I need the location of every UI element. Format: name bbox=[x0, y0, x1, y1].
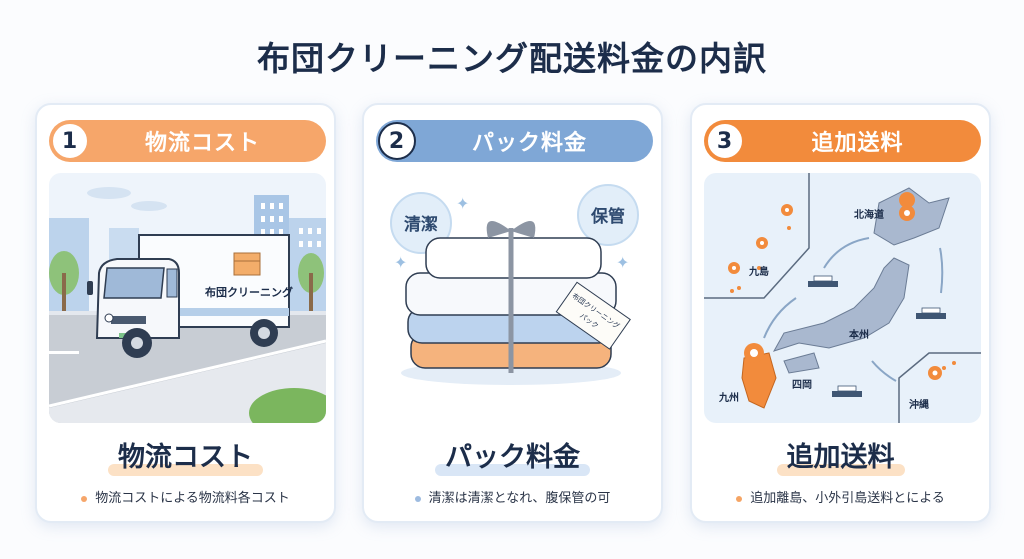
card-description: 清潔は清潔となれ、腹保管の可 bbox=[364, 487, 661, 506]
bubble-storage-text: 保管 bbox=[590, 206, 625, 227]
delivery-truck-illustration: 布団クリーニング bbox=[49, 173, 326, 423]
card-header-label: パック料金 bbox=[471, 131, 587, 156]
page-title: 布団クリーニング配送料金の内訳 bbox=[257, 39, 767, 78]
card-description: 追加離島、小外引島送料とによる bbox=[692, 487, 989, 506]
step-number-badge: 2 bbox=[378, 122, 416, 160]
truck-brand-text: 布団クリーニング bbox=[205, 285, 293, 299]
map-label-hokkaido: 北海道 bbox=[854, 208, 884, 221]
card-header-pill: 3 追加送料 bbox=[704, 120, 981, 162]
futon-pack-illustration: 清潔 保管 ✦ ✦ ✦ 布団クリーニング パック bbox=[376, 173, 653, 423]
map-label-okinawa: 沖縄 bbox=[909, 398, 929, 411]
card-header-pill: 2 パック料金 bbox=[376, 120, 653, 162]
card-title: パック料金 bbox=[364, 435, 661, 476]
step-number-badge: 1 bbox=[51, 122, 89, 160]
bullet-dot-icon bbox=[414, 495, 421, 502]
map-label-kyushu: 九州 bbox=[718, 391, 739, 404]
card-header-pill: 1 物流コスト bbox=[49, 120, 326, 162]
card-header-label: 物流コスト bbox=[144, 131, 260, 156]
sparkle-icon: ✦ bbox=[616, 253, 629, 272]
sparkle-icon: ✦ bbox=[394, 253, 407, 272]
step-number-badge: 3 bbox=[706, 122, 744, 160]
ship-icon bbox=[808, 275, 838, 287]
bullet-dot-icon bbox=[81, 495, 88, 502]
card-logistics-cost: 1 物流コスト bbox=[35, 103, 336, 523]
sparkle-icon: ✦ bbox=[456, 194, 469, 213]
map-label-kyushu-islands: 九島 bbox=[748, 265, 769, 278]
bubble-clean-text: 清潔 bbox=[404, 214, 438, 235]
ship-icon bbox=[916, 307, 946, 319]
card-description: 物流コストによる物流料各コスト bbox=[37, 487, 334, 506]
card-title: 追加送料 bbox=[692, 435, 989, 476]
card-additional-shipping: 3 追加送料 bbox=[690, 103, 991, 523]
card-title: 物流コスト bbox=[37, 435, 334, 476]
ship-icon bbox=[832, 385, 862, 397]
card-pack-fee: 2 パック料金 清潔 保管 ✦ ✦ ✦ bbox=[362, 103, 663, 523]
map-label-shikoku: 四岡 bbox=[792, 379, 812, 391]
map-label-honshu: 本州 bbox=[849, 328, 869, 341]
japan-map-illustration: 北海道 九島 本州 四岡 九州 沖縄 bbox=[704, 173, 981, 423]
bullet-dot-icon bbox=[736, 495, 743, 502]
card-header-label: 追加送料 bbox=[811, 131, 904, 156]
